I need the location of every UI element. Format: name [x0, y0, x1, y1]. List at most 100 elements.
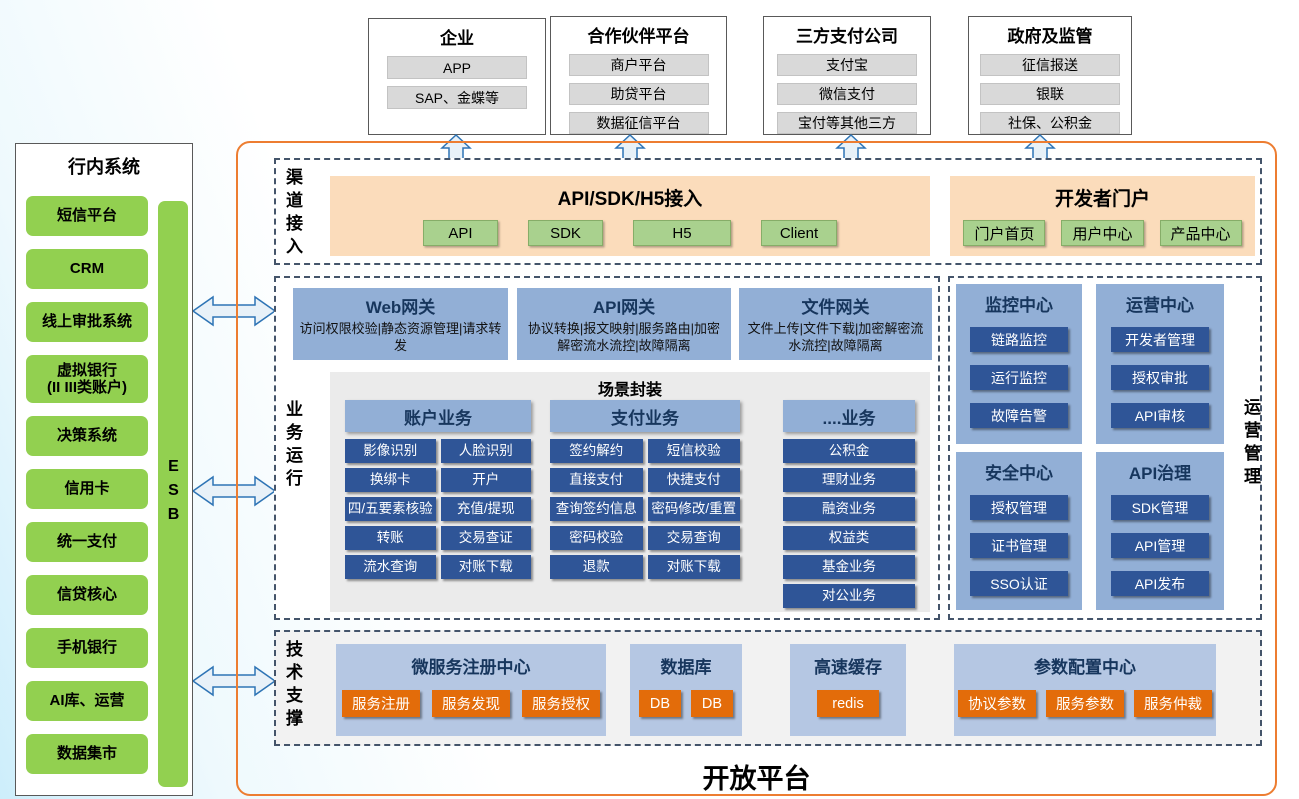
service-register-button: 服务注册 [342, 690, 420, 717]
sidebar-title: 行内系统 [68, 157, 140, 177]
scenario-item: 对账下载 [440, 555, 531, 579]
box-item: 宝付等其他三方 [777, 112, 917, 134]
gateway-title: Web网关 [365, 298, 436, 317]
operations-management-label: 运营管理 [1241, 398, 1260, 490]
scenario-item: 签约解约 [550, 439, 643, 463]
business-run-label: 业务运行 [283, 400, 302, 492]
scenario-item: 直接支付 [550, 468, 643, 492]
database-block: 数据库 DB DB [630, 644, 742, 736]
scenario-item: 对公业务 [783, 584, 915, 608]
scenario-title: 场景封装 [597, 382, 662, 399]
h5-button: H5 [633, 220, 731, 246]
api-sdk-h5-access-block: API/SDK/H5接入 API SDK H5 Client [330, 176, 930, 256]
gateway-desc: 访问权限校验|静态资源管理|请求转发 [299, 321, 502, 353]
center-item: SSO认证 [970, 571, 1068, 596]
scenario-item: 融资业务 [783, 497, 915, 521]
center-title: 安全中心 [985, 464, 1053, 483]
scenario-item: 密码校验 [550, 526, 643, 550]
box-title: 三方支付公司 [796, 27, 898, 46]
center-item: 运行监控 [970, 365, 1068, 390]
redis-button: redis [817, 690, 879, 717]
esb-bus: ESB [158, 201, 188, 787]
other-business-column: ....业务 公积金 理财业务 融资业务 权益类 基金业务 对公业务 [783, 400, 915, 608]
scenario-item: 充值/提现 [440, 497, 531, 521]
db-button: DB [639, 690, 681, 717]
scenario-item: 交易查询 [647, 526, 740, 550]
center-item: API审核 [1111, 403, 1209, 428]
center-item: 故障告警 [970, 403, 1068, 428]
protocol-param-button: 协议参数 [958, 690, 1036, 717]
scenario-item: 短信校验 [647, 439, 740, 463]
gateway-desc: 文件上传|文件下载|加密解密流水流控|故障隔离 [747, 321, 924, 353]
sidebar-item-virtual-bank: 虚拟银行 (II III类账户) [26, 355, 148, 403]
client-button: Client [761, 220, 837, 246]
box-title: 政府及监管 [1007, 27, 1093, 46]
center-item: API管理 [1111, 533, 1209, 558]
service-auth-button: 服务授权 [522, 690, 600, 717]
scenario-item: 换绑卡 [345, 468, 436, 492]
scenario-item: 密码修改/重置 [647, 497, 740, 521]
sidebar-item-mobile-banking: 手机银行 [26, 628, 148, 668]
column-items: 影像识别 人脸识别 换绑卡 开户 四/五要素核验 充值/提现 转账 交易查证 流… [345, 439, 531, 579]
file-gateway: 文件网关 文件上传|文件下载|加密解密流水流控|故障隔离 [739, 288, 932, 360]
in-bank-systems-panel: 行内系统 短信平台 CRM 线上审批系统 虚拟银行 (II III类账户) 决策… [15, 143, 193, 796]
operation-center: 运营中心 开发者管理 授权审批 API审核 [1096, 284, 1224, 444]
sdk-button: SDK [528, 220, 603, 246]
sidebar-item-data-mart: 数据集市 [26, 734, 148, 774]
api-button: API [423, 220, 498, 246]
column-items: 签约解约 短信校验 直接支付 快捷支付 查询签约信息 密码修改/重置 密码校验 … [550, 439, 740, 579]
center-items: 授权管理 证书管理 SSO认证 [970, 495, 1068, 596]
sidebar-item-unified-payment: 统一支付 [26, 522, 148, 562]
box-item: 微信支付 [777, 83, 917, 105]
scenario-item: 四/五要素核验 [345, 497, 436, 521]
tech-title: 高速缓存 [814, 658, 882, 677]
box-item: 支付宝 [777, 54, 917, 76]
security-center: 安全中心 授权管理 证书管理 SSO认证 [956, 452, 1082, 610]
sidebar-item-ai-ops: AI库、运营 [26, 681, 148, 721]
tech-title: 微服务注册中心 [411, 658, 531, 677]
param-config-block: 参数配置中心 协议参数 服务参数 服务仲裁 [954, 644, 1216, 736]
scenario-item: 对账下载 [647, 555, 740, 579]
scenario-item: 查询签约信息 [550, 497, 643, 521]
monitoring-center: 监控中心 链路监控 运行监控 故障告警 [956, 284, 1082, 444]
center-item: SDK管理 [1111, 495, 1209, 520]
box-title: 企业 [440, 29, 474, 48]
tech-title: 数据库 [660, 658, 712, 677]
access-title: API/SDK/H5接入 [557, 189, 703, 210]
box-item: SAP、金蝶等 [387, 86, 527, 109]
column-header: ....业务 [783, 400, 915, 432]
center-title: 监控中心 [985, 296, 1053, 315]
center-items: 链路监控 运行监控 故障告警 [970, 327, 1068, 428]
scenario-item: 理财业务 [783, 468, 915, 492]
box-item: 社保、公积金 [980, 112, 1120, 134]
tech-buttons: redis [817, 690, 879, 717]
box-item: 征信报送 [980, 54, 1120, 76]
box-title: 合作伙伴平台 [587, 27, 690, 46]
scenario-item: 人脸识别 [440, 439, 531, 463]
scenario-item: 快捷支付 [647, 468, 740, 492]
sidebar-item-crm: CRM [26, 249, 148, 289]
center-item: 授权管理 [970, 495, 1068, 520]
scenario-item: 公积金 [783, 439, 915, 463]
access-buttons: API SDK H5 Client [423, 220, 837, 246]
column-header: 账户业务 [345, 400, 531, 432]
column-items: 公积金 理财业务 融资业务 权益类 基金业务 对公业务 [783, 439, 915, 608]
external-box-third-party-payment: 三方支付公司 支付宝 微信支付 宝付等其他三方 [763, 16, 931, 135]
service-discovery-button: 服务发现 [432, 690, 510, 717]
sidebar-item-credit-core: 信贷核心 [26, 575, 148, 615]
account-business-column: 账户业务 影像识别 人脸识别 换绑卡 开户 四/五要素核验 充值/提现 转账 交… [345, 400, 531, 579]
center-item: 授权审批 [1111, 365, 1209, 390]
center-title: 运营中心 [1126, 296, 1194, 315]
sidebar-item-decision: 决策系统 [26, 416, 148, 456]
box-item: 数据征信平台 [568, 112, 709, 134]
db-button: DB [691, 690, 733, 717]
center-items: SDK管理 API管理 API发布 [1111, 495, 1209, 596]
api-governance-center: API治理 SDK管理 API管理 API发布 [1096, 452, 1224, 610]
platform-title: 开放平台 [702, 764, 811, 794]
box-item: 银联 [980, 83, 1120, 105]
developer-portal-block: 开发者门户 门户首页 用户中心 产品中心 [950, 176, 1255, 256]
scenario-item: 基金业务 [783, 555, 915, 579]
sidebar-item-online-approval: 线上审批系统 [26, 302, 148, 342]
tech-buttons: 协议参数 服务参数 服务仲裁 [958, 690, 1212, 717]
payment-business-column: 支付业务 签约解约 短信校验 直接支付 快捷支付 查询签约信息 密码修改/重置 … [550, 400, 740, 579]
